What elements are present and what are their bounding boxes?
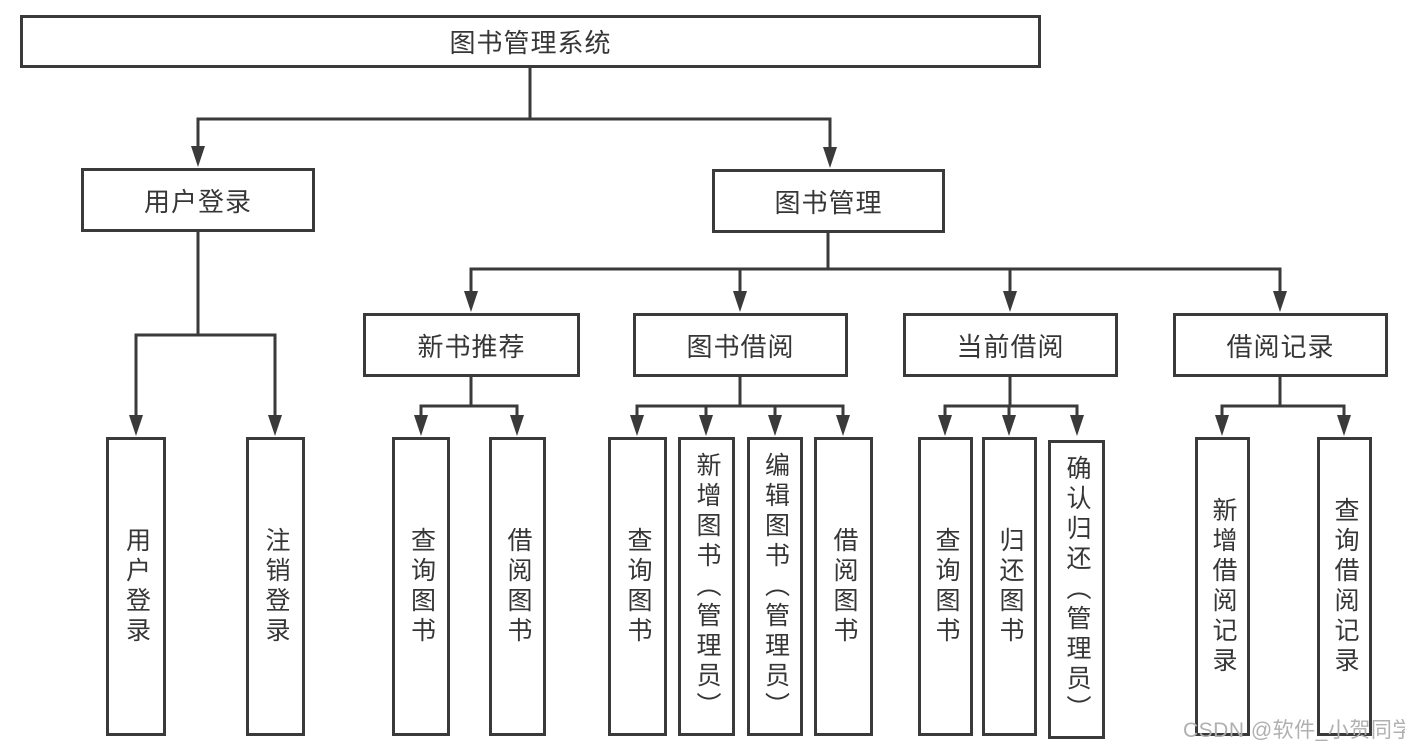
node-book-borrow-label: 图书借阅	[686, 331, 795, 362]
leaf-user-login-label: 用户登录	[122, 526, 151, 647]
arrowhead-icon	[268, 415, 282, 436]
leaf-bb-add-books-admin-label: 新增图书（管理员）	[693, 451, 721, 722]
arrowhead-icon	[1070, 415, 1084, 436]
leaf-cb-query-books-label: 查询图书	[932, 526, 960, 647]
leaf-cb-return-books: 归还图书	[982, 437, 1037, 736]
arrowhead-icon	[823, 147, 837, 168]
leaf-cb-confirm-return-admin-label: 确认归还（管理员）	[1063, 454, 1091, 725]
arrowhead-icon	[464, 291, 478, 312]
node-root-label: 图书管理系统	[449, 28, 612, 58]
leaf-bb-edit-books-admin-label: 编辑图书（管理员）	[761, 451, 790, 722]
arrowhead-icon	[938, 415, 952, 436]
arrowhead-icon	[1003, 291, 1017, 312]
node-current-borrow-label: 当前借阅	[956, 331, 1065, 362]
arrowhead-icon	[1273, 291, 1287, 312]
node-user-login: 用户登录	[81, 168, 315, 232]
leaf-logout-label: 注销登录	[262, 526, 290, 647]
leaf-cb-confirm-return-admin: 确认归还（管理员）	[1048, 440, 1105, 739]
node-book-management-label: 图书管理	[774, 187, 883, 218]
leaf-br-query-record: 查询借阅记录	[1317, 437, 1372, 736]
leaf-logout: 注销登录	[246, 437, 305, 736]
leaf-nb-query-books-label: 查询图书	[407, 526, 436, 647]
node-new-book-recommend-label: 新书推荐	[417, 331, 526, 362]
arrowhead-icon	[414, 415, 428, 436]
connector-path	[134, 68, 1346, 421]
arrowhead-icon	[699, 415, 713, 436]
arrowheads	[129, 146, 1351, 436]
leaf-br-add-record-label: 新增借阅记录	[1209, 496, 1237, 677]
leaf-br-query-record-label: 查询借阅记录	[1331, 496, 1359, 677]
leaf-user-login: 用户登录	[106, 437, 166, 736]
node-book-management: 图书管理	[712, 169, 945, 233]
leaf-bb-edit-books-admin: 编辑图书（管理员）	[747, 437, 803, 736]
leaf-bb-query-books: 查询图书	[608, 437, 667, 736]
arrowhead-icon	[1215, 415, 1229, 436]
node-borrow-records: 借阅记录	[1173, 313, 1388, 377]
arrowhead-icon	[630, 415, 644, 436]
leaf-cb-query-books: 查询图书	[918, 437, 973, 736]
arrowhead-icon	[1002, 415, 1016, 436]
leaf-bb-query-books-label: 查询图书	[624, 526, 652, 647]
node-new-book-recommend: 新书推荐	[363, 313, 580, 377]
leaf-bb-borrow-books-label: 借阅图书	[830, 526, 858, 647]
leaf-cb-return-books-label: 归还图书	[996, 526, 1024, 647]
leaf-nb-borrow-books: 借阅图书	[489, 437, 546, 736]
leaf-br-add-record: 新增借阅记录	[1195, 437, 1250, 736]
leaf-bb-add-books-admin: 新增图书（管理员）	[678, 437, 735, 736]
watermark: CSDN @软件_小贺同学	[1183, 719, 1405, 742]
arrowhead-icon	[510, 415, 524, 436]
leaf-bb-borrow-books: 借阅图书	[814, 437, 873, 736]
node-borrow-records-label: 借阅记录	[1226, 331, 1335, 362]
arrowhead-icon	[733, 291, 747, 312]
leaf-nb-query-books: 查询图书	[392, 437, 450, 736]
arrowhead-icon	[1337, 415, 1351, 436]
arrowhead-icon	[129, 415, 143, 436]
arrowhead-icon	[836, 415, 850, 436]
node-user-login-label: 用户登录	[143, 186, 252, 217]
leaf-nb-borrow-books-label: 借阅图书	[504, 526, 532, 647]
arrowhead-icon	[191, 146, 205, 167]
node-book-borrow: 图书借阅	[633, 313, 848, 377]
arrowhead-icon	[768, 415, 782, 436]
node-root: 图书管理系统	[20, 15, 1041, 68]
node-current-borrow: 当前借阅	[903, 313, 1118, 377]
